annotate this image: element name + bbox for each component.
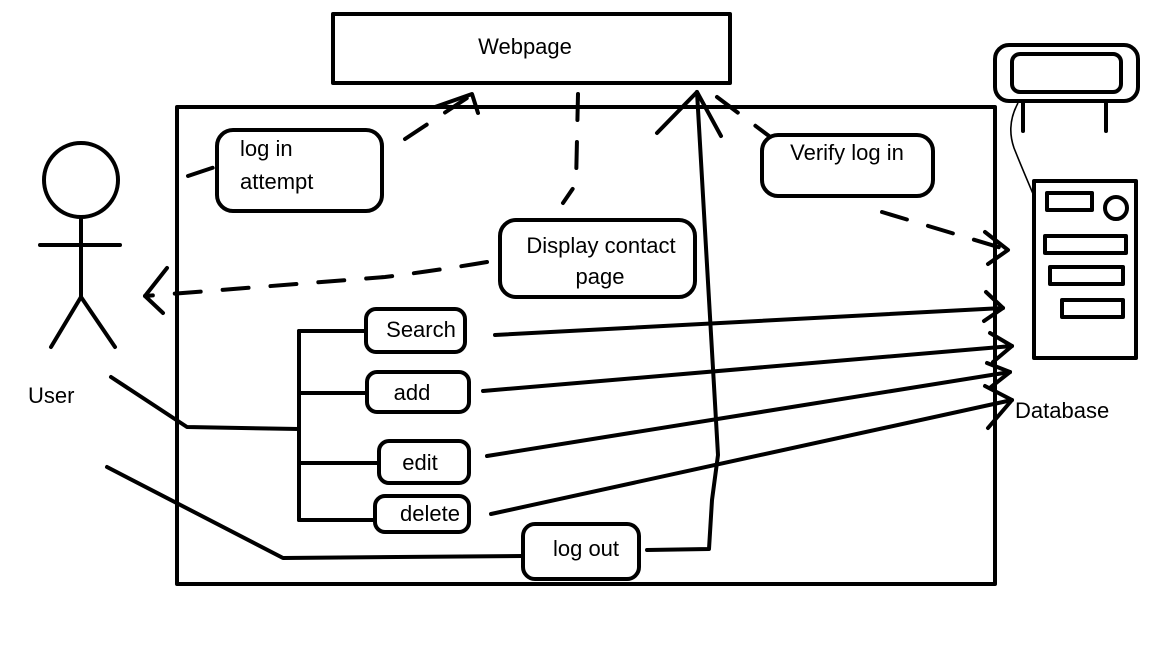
usecase-verify-label: Verify log in	[790, 140, 904, 165]
webpage-actor: Webpage	[331, 12, 732, 85]
database-label: Database	[1015, 398, 1109, 423]
edit-to-database-line	[485, 370, 1012, 458]
usecase-search-label: Search	[386, 317, 456, 342]
user-label: User	[28, 383, 74, 408]
usecase-display-line2: page	[576, 264, 625, 289]
dashed-webpage-to-verify	[715, 95, 771, 138]
usecase-add: add	[365, 370, 471, 414]
logout-to-webpage-line	[645, 90, 720, 552]
add-to-database-line	[481, 344, 1014, 393]
dashed-user-to-login	[186, 165, 217, 178]
usecase-display-line1: Display contact	[526, 233, 675, 258]
solid-connectors	[105, 90, 1014, 560]
database-actor: Database	[993, 43, 1140, 423]
user-head	[42, 141, 120, 219]
dashed-display-to-user	[143, 260, 489, 298]
usecase-logout: log out	[521, 522, 641, 581]
usecase-delete-label: delete	[400, 501, 460, 526]
webpage-box	[331, 12, 732, 85]
dashed-display-to-webpage	[561, 92, 580, 205]
usecase-login-line1: log in	[240, 136, 293, 161]
dashed-verify-to-database	[880, 210, 1010, 252]
user-to-logout-line	[105, 465, 525, 560]
user-to-actions-line	[109, 375, 301, 431]
usecase-edit-label: edit	[402, 450, 437, 475]
usecase-display-contact: Display contact page	[498, 218, 697, 299]
usecase-search: Search	[364, 307, 467, 354]
user-actor: User	[28, 141, 122, 408]
search-to-database-line	[493, 306, 1005, 337]
webpage-label: Webpage	[478, 34, 572, 59]
delete-to-database-line	[489, 398, 1014, 516]
usecase-verify: Verify log in	[760, 133, 935, 198]
dashed-login-to-webpage	[403, 94, 472, 141]
usecase-login: log in attempt	[215, 128, 384, 213]
usecase-add-label: add	[394, 380, 431, 405]
usecase-logout-label: log out	[553, 536, 619, 561]
dashed-connectors	[143, 92, 1010, 315]
usecase-login-line2: attempt	[240, 169, 313, 194]
server-tower-icon	[1032, 179, 1138, 360]
monitor-icon	[993, 43, 1140, 197]
usecase-delete: delete	[373, 494, 471, 534]
usecase-edit: edit	[377, 439, 471, 485]
